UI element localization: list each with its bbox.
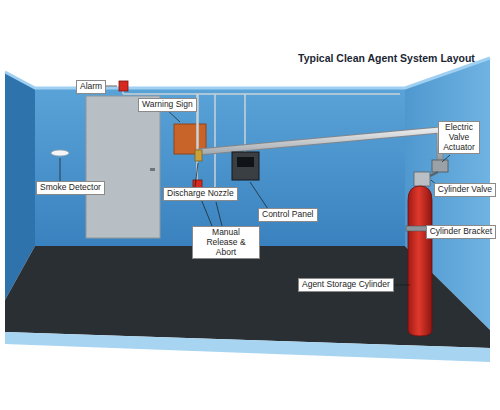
leader-line bbox=[195, 163, 198, 187]
callout-text: Agent Storage Cylinder bbox=[302, 280, 390, 290]
callout-text: Discharge Nozzle bbox=[167, 189, 234, 199]
leader-line bbox=[392, 285, 410, 286]
callout-label: Electric Valve Actuator bbox=[438, 121, 480, 154]
callout-text: Smoke Detector bbox=[40, 183, 101, 193]
callout-label: Manual Release & Abort bbox=[192, 226, 260, 259]
back-wall bbox=[35, 88, 405, 246]
smoke-detector bbox=[51, 150, 69, 156]
callout-text: Control Panel bbox=[262, 210, 314, 220]
callout-text: Alarm bbox=[80, 82, 102, 92]
floor-slab bbox=[5, 332, 490, 362]
callout-label: Cylinder Bracket bbox=[426, 225, 496, 239]
callout-text: Manual Release & Abort bbox=[196, 228, 256, 257]
callout-label: Control Panel bbox=[258, 208, 318, 222]
alarm-bell bbox=[119, 81, 128, 91]
diagram-title: Typical Clean Agent System Layout bbox=[298, 52, 475, 64]
valve-link bbox=[430, 172, 438, 176]
leader-line bbox=[250, 182, 268, 209]
callout-text: Electric Valve Actuator bbox=[442, 123, 476, 152]
callout-label: Agent Storage Cylinder bbox=[298, 278, 394, 292]
callout-text: Cylinder Valve bbox=[438, 185, 492, 195]
callout-label: Discharge Nozzle bbox=[163, 187, 238, 201]
callout-label: Cylinder Valve bbox=[434, 183, 496, 197]
callout-label: Warning Sign bbox=[138, 98, 197, 112]
callout-text: Warning Sign bbox=[142, 100, 193, 110]
valve-actuator bbox=[432, 160, 448, 172]
discharge-nozzle bbox=[195, 150, 202, 161]
leader-line bbox=[216, 202, 222, 226]
door-handle bbox=[150, 168, 155, 171]
leader-line bbox=[442, 155, 450, 162]
callout-text: Cylinder Bracket bbox=[430, 227, 492, 237]
control-panel bbox=[232, 152, 259, 180]
cylinder-valve bbox=[414, 172, 430, 186]
agent-storage-cylinder bbox=[408, 186, 432, 336]
leader-lines bbox=[60, 86, 450, 285]
door bbox=[86, 96, 160, 238]
callout-label: Smoke Detector bbox=[36, 181, 105, 195]
control-panel-screen bbox=[237, 157, 254, 167]
leader-line bbox=[60, 158, 61, 182]
callout-label: Alarm bbox=[76, 80, 106, 94]
